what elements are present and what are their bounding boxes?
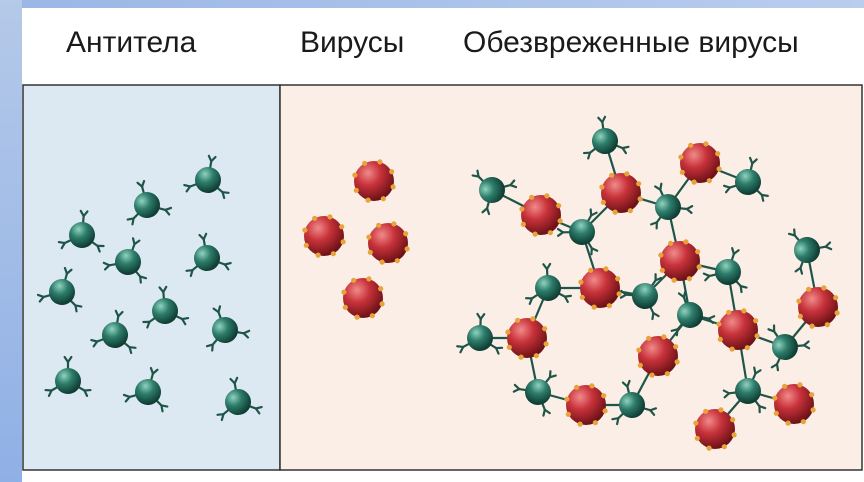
virus-particle [658,239,702,283]
antibody-molecule [512,370,557,417]
virus-particle [716,308,760,352]
antibody-molecule [524,262,572,305]
antibody-molecule [702,247,748,294]
virus-particle [578,266,622,310]
virus-particle [341,276,385,320]
antibody-molecule [216,376,263,422]
antibody-molecule [185,232,232,278]
antibody-molecule [767,324,811,372]
antibody-molecule [44,355,92,398]
virus-particle [796,285,840,329]
antibody-molecule [122,366,169,413]
virus-particle [366,221,410,265]
antibody-molecule [183,154,230,200]
label-antibodies: Антитела [66,26,197,59]
virus-particle [772,382,816,426]
virus-particle [599,171,643,215]
label-viruses: Вирусы [300,26,405,59]
label-neutralized-viruses: Обезвреженные вирусы [463,26,799,59]
virus-particle [505,316,549,360]
antibody-molecule [650,182,694,230]
antibody-layer [36,115,833,426]
frame-left-band [0,0,22,482]
antibody-molecule [102,237,148,284]
virus-particle [693,407,737,451]
virus-layer [302,141,840,451]
antibody-molecule [36,266,83,313]
virus-particle [678,141,722,185]
antibody-molecule [471,169,518,216]
antibody-molecule [611,379,658,426]
antibody-molecule [722,366,767,414]
antibody-molecule [456,312,504,355]
antibody-molecule [90,309,137,355]
virus-particle [519,193,563,237]
virus-particle [352,159,396,203]
antibody-molecule [142,285,190,329]
virus-particle [564,383,608,427]
antibody-molecule [556,208,599,256]
frame-top-band [0,0,864,8]
virus-particle [636,334,680,378]
antibody-molecule [723,156,769,202]
antibody-molecule [126,179,173,226]
antibody-molecule [582,115,630,160]
antibody-molecule [619,273,663,321]
antibody-molecule [787,228,833,275]
antibody-molecule [57,209,105,253]
virus-particle [302,214,346,258]
antibody-molecule [670,290,716,337]
antibody-molecule [205,305,251,352]
